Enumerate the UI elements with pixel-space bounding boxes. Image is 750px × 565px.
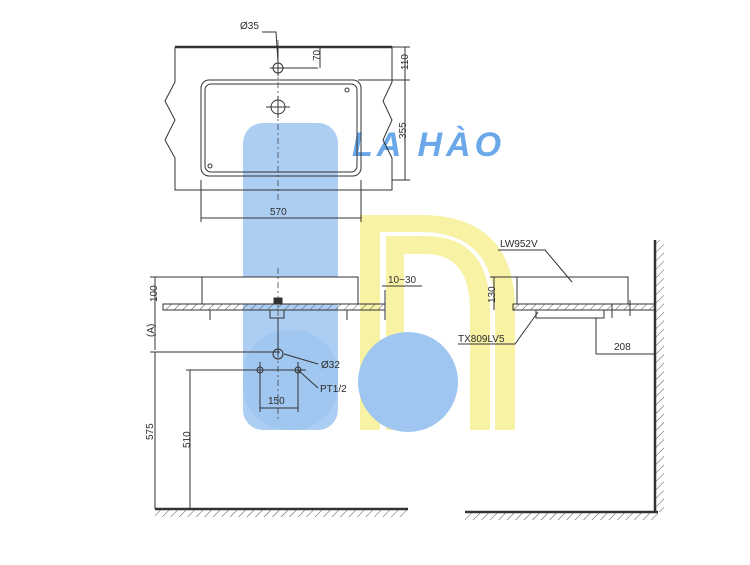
trap-side	[535, 310, 605, 319]
label-wall-offset: 208	[614, 342, 631, 353]
top-view-labels: Ø35 70 110 355 570	[240, 21, 411, 218]
basin-body-side	[516, 276, 629, 305]
top-view	[164, 31, 410, 222]
leader-top-hole	[262, 31, 279, 63]
label-width: 570	[270, 207, 287, 218]
label-drain-dia: Ø32	[321, 360, 340, 371]
bowl-inner-top	[204, 83, 358, 173]
label-floor-to-counter: 575	[145, 423, 156, 440]
leader-model-trap	[458, 311, 539, 345]
front-view	[150, 268, 422, 517]
label-basin-height: 100	[149, 285, 160, 302]
side-view-labels: LW952V TX809LV5 130 208	[458, 239, 631, 353]
label-model-basin: LW952V	[500, 239, 538, 250]
label-hole-offset: 70	[312, 49, 323, 61]
label-overflow-range: 10~30	[388, 275, 417, 286]
watermark-logo: LA HÀO	[243, 123, 515, 432]
basin-outline-top	[164, 47, 393, 191]
label-height-basin: 355	[398, 122, 409, 139]
label-model-trap: TX809LV5	[458, 334, 505, 345]
leader-model-basin	[498, 249, 573, 283]
counter-slab-side	[512, 303, 656, 311]
label-supply-spacing: 150	[268, 396, 285, 407]
side-view	[458, 240, 664, 520]
label-supply-thread: PT1/2	[320, 384, 347, 395]
counter-slab-front	[162, 303, 386, 311]
watermark-blue-round	[243, 330, 338, 430]
label-floor-to-supply: 510	[182, 431, 193, 448]
front-view-labels: 100 10~30 (A) Ø32 PT1/2 150 575 510	[145, 275, 417, 448]
watermark-blue-circle	[358, 332, 458, 432]
label-height-top: 110	[400, 54, 411, 70]
watermark-text: LA HÀO	[352, 126, 505, 164]
label-side-basin-height: 130	[487, 286, 498, 303]
label-height-ref: (A)	[146, 324, 157, 337]
label-top-hole-dia: Ø35	[240, 21, 259, 32]
bowl-outer-top	[200, 79, 362, 177]
